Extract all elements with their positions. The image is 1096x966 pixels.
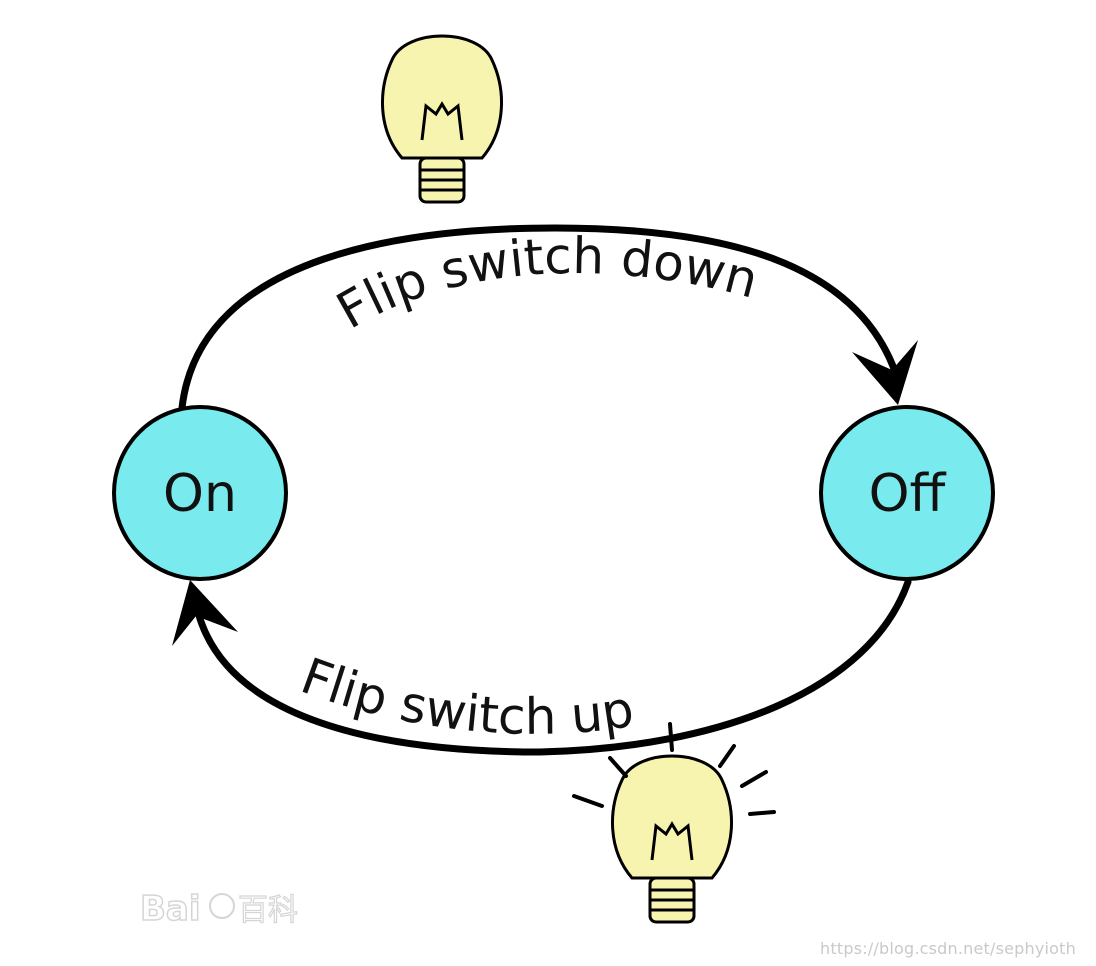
svg-text:百科: 百科 <box>238 893 298 928</box>
light-rays-icon <box>572 722 776 816</box>
svg-text:Bai: Bai <box>140 889 201 929</box>
baidu-watermark-logo: Bai 百科 <box>139 880 310 934</box>
state-off-label: Off <box>869 464 947 524</box>
arrowhead-down <box>852 340 918 405</box>
arrowhead-up <box>172 580 238 646</box>
lightbulb-on-icon <box>572 722 776 924</box>
transition-arc-up <box>194 578 912 756</box>
state-on-label: On <box>163 464 237 524</box>
source-url-watermark: https://blog.csdn.net/sephyioth <box>820 939 1076 958</box>
state-off: Off <box>819 405 995 581</box>
state-on: On <box>112 405 288 581</box>
lightbulb-off-icon <box>381 34 503 204</box>
transition-arc-down <box>178 224 902 412</box>
